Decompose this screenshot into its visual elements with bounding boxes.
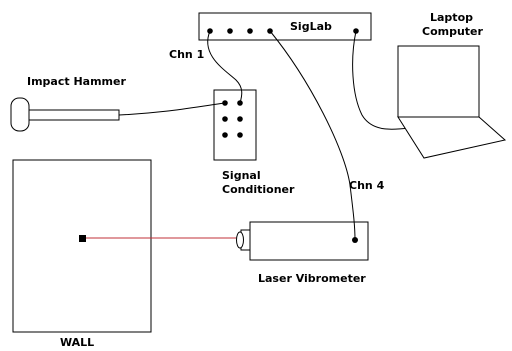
signal-conditioner-label-line1: Signal [222,169,261,182]
signal-conditioner-box [213,89,257,161]
siglab-label: SigLab [290,20,332,33]
wall-box [12,159,152,333]
chn4-cable [269,30,356,241]
signal-conditioner-port [222,116,228,122]
laptop-label-line2: Computer [422,25,484,38]
siglab-port [247,28,253,34]
impact-hammer-handle [28,109,120,121]
laptop-screen [397,45,480,118]
impact-hammer-cable [118,102,226,116]
chn1-cable [207,30,243,104]
laser-lens [236,231,244,249]
laser-target-point [79,235,86,242]
siglab-port [227,28,233,34]
laser-vibrometer-label: Laser Vibrometer [258,272,366,285]
signal-conditioner-label-line2: Conditioner [222,183,295,196]
impact-hammer-label: Impact Hammer [27,75,126,88]
chn4-label: Chn 4 [349,179,385,192]
impact-hammer-head [10,97,30,132]
wall-label: WALL [60,336,94,349]
laptop-label-line1: Laptop [430,11,473,24]
laptop-cable [352,30,411,130]
chn1-label: Chn 1 [169,48,204,61]
siglab-box [198,12,372,41]
signal-conditioner-port [237,132,243,138]
signal-conditioner-port [222,132,228,138]
laptop-base [397,116,507,159]
signal-conditioner-port [237,116,243,122]
laser-vibrometer-body [249,221,369,261]
